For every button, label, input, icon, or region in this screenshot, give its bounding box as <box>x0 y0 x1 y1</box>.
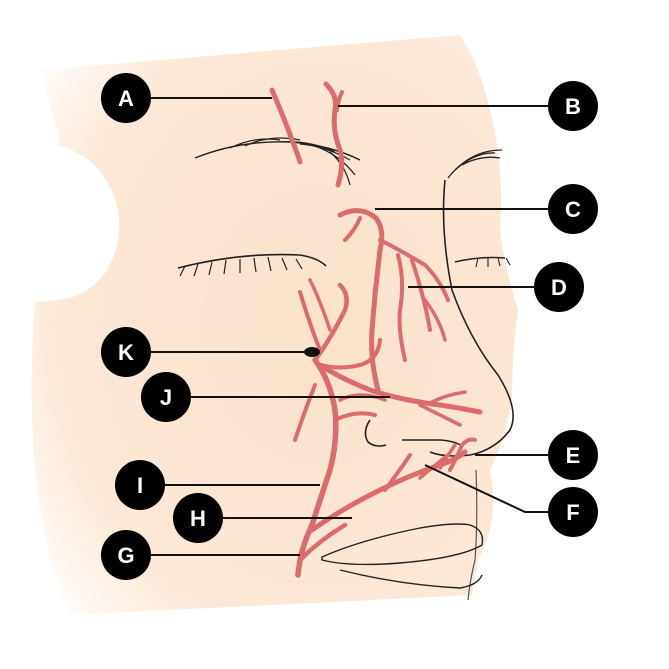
vessel-c-loop <box>343 216 362 242</box>
vessel-d-branch3 <box>423 298 447 342</box>
vessel-f <box>438 443 457 470</box>
callout-h: H <box>173 493 223 543</box>
callout-i-label: I <box>137 473 143 498</box>
upper-lip <box>321 523 484 566</box>
chin-outline <box>467 469 478 601</box>
vessel-angular-branch <box>298 290 322 352</box>
callout-d-label: D <box>551 275 567 300</box>
face-skin <box>26 35 519 615</box>
callout-e-label: E <box>566 443 581 468</box>
callout-h-label: H <box>190 506 206 531</box>
callout-k: K <box>101 327 151 377</box>
left-eyebrow-hairs <box>229 137 356 186</box>
vessel-j-loop <box>318 338 382 370</box>
left-eye-lid <box>177 253 327 269</box>
vessel-angular <box>312 282 349 363</box>
vessel-h <box>309 449 468 533</box>
vessel-g <box>297 522 348 563</box>
vessel-i-branch3 <box>338 393 387 402</box>
arteries <box>269 81 483 578</box>
vessel-j <box>317 362 483 415</box>
callout-c: C <box>548 184 598 234</box>
vessel-angular-branch2 <box>308 278 332 332</box>
callout-b: B <box>548 81 598 131</box>
callout-g: G <box>101 530 151 580</box>
callout-i: I <box>115 460 165 510</box>
vessel-a <box>269 87 303 165</box>
vessel-k-node <box>304 347 320 357</box>
callout-a: A <box>101 73 151 123</box>
vessel-i-branch <box>293 383 317 442</box>
face-profile-outline <box>429 179 514 457</box>
vessel-d-branch <box>396 253 407 362</box>
right-eye-lashes <box>475 257 511 268</box>
callout-f: F <box>548 487 598 537</box>
left-eye-lashes <box>179 256 303 277</box>
right-eye-lid <box>454 256 506 263</box>
callout-b-label: B <box>565 94 581 119</box>
callout-e: E <box>548 430 598 480</box>
callout-a-label: A <box>118 86 134 111</box>
leader-lines <box>150 97 548 556</box>
vessel-d-branch2 <box>410 258 432 332</box>
leader-f <box>424 464 548 513</box>
vessel-b-branch <box>335 90 344 112</box>
vessel-b <box>323 81 345 188</box>
vessel-j-branch2 <box>418 403 462 427</box>
vessel-j-branch <box>428 390 467 405</box>
callout-k-label: K <box>118 340 134 365</box>
vessel-g-branch <box>296 523 314 577</box>
callout-g-label: G <box>117 543 134 568</box>
callout-j: J <box>141 372 191 422</box>
callout-j-label: J <box>160 385 172 410</box>
vessel-e <box>448 437 477 472</box>
nostril-line <box>364 419 387 447</box>
ear-cutout <box>0 139 120 303</box>
callout-c-label: C <box>565 197 581 222</box>
vessel-c <box>337 208 385 393</box>
vessel-d <box>378 238 450 302</box>
vessel-i-branch2 <box>333 411 377 422</box>
vessel-h-branch <box>383 453 412 492</box>
right-eyebrow <box>447 149 503 179</box>
callout-f-label: F <box>566 500 579 525</box>
callout-d: D <box>534 262 584 312</box>
lower-lip <box>339 569 483 589</box>
